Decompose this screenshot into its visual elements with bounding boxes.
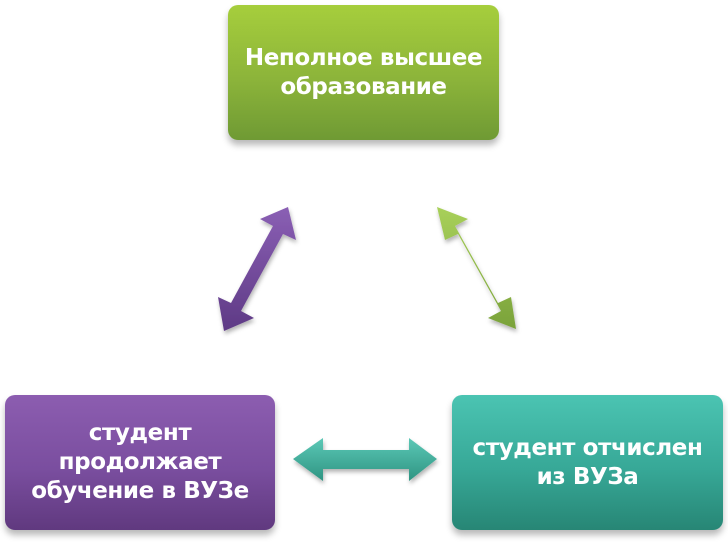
node-top-line1: Неполное высшее <box>244 44 483 71</box>
node-left-line1: студент <box>88 420 192 447</box>
node-right-line1: студент отчислен <box>472 434 703 461</box>
double-arrow-top-left <box>218 207 296 331</box>
node-student-expelled: студент отчислен из ВУЗа <box>452 395 723 530</box>
node-right-line2: из ВУЗа <box>536 463 639 490</box>
node-student-continues-study: студент продолжает обучение в ВУЗе <box>5 395 275 530</box>
double-arrow-bottom <box>293 438 437 481</box>
node-left-line2: продолжает <box>58 449 222 476</box>
node-left-line3: обучение в ВУЗе <box>31 477 249 504</box>
node-incomplete-higher-education: Неполное высшее образование <box>228 5 499 140</box>
double-arrow-top-right <box>437 207 516 329</box>
node-top-line2: образование <box>280 73 447 100</box>
